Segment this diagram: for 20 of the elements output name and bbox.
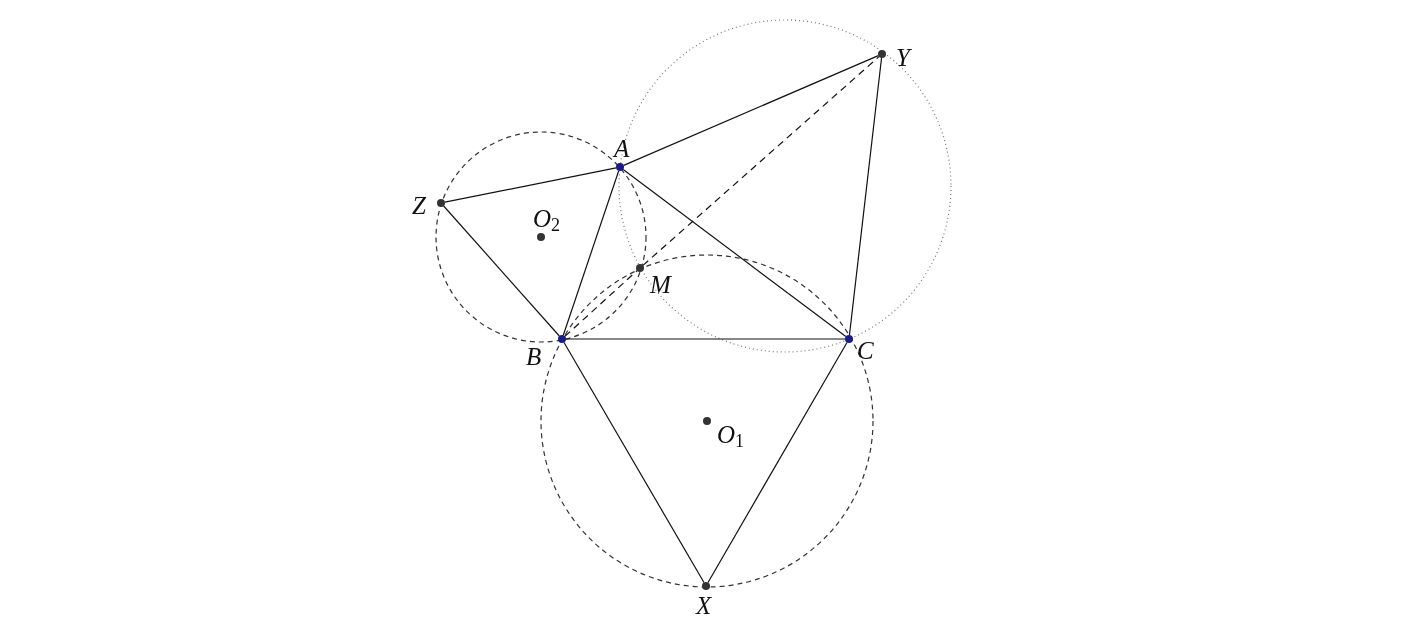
line-segment	[642, 56, 880, 266]
line-segment	[622, 168, 847, 338]
line-segment	[565, 338, 846, 340]
line-segment	[444, 167, 617, 203]
line-segment	[562, 170, 620, 336]
point-label: C	[857, 338, 874, 364]
point-label: A	[614, 136, 630, 162]
point-label: Y	[896, 45, 910, 71]
point-label: X	[696, 593, 712, 619]
line-segment	[564, 270, 638, 337]
line-segment	[443, 205, 560, 337]
point-label: B	[526, 344, 542, 370]
line-segment	[563, 341, 705, 584]
point-label: M	[650, 272, 671, 298]
line-segment	[623, 55, 879, 166]
point-label: O$_{1}$	[717, 422, 745, 448]
point-label: O$_{2}$	[533, 206, 561, 232]
point-label: Z	[412, 193, 426, 219]
line-segment	[707, 341, 848, 584]
line-segment	[848, 57, 883, 336]
